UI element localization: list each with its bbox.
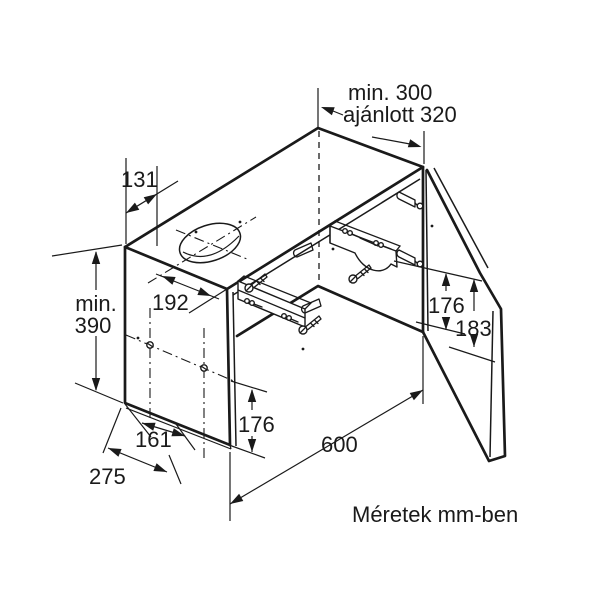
- dim-bottom-outer: 275: [89, 407, 182, 489]
- dim-bottom-inner-label: 161: [135, 427, 172, 452]
- dim-depth-recommended-label: ajánlott 320: [343, 102, 457, 127]
- wall-dowel-upper: [396, 191, 424, 210]
- dim-vent-offset-label: 192: [152, 290, 189, 315]
- dim-height-min-value: 390: [75, 313, 112, 338]
- dim-door-height: 183: [448, 279, 496, 363]
- front-left-frame-edge: [232, 291, 237, 447]
- vent-centerline-depth: [175, 229, 248, 260]
- door-hinge-inner-line: [425, 169, 429, 332]
- cabinet-left-panel: [123, 245, 232, 447]
- dim-top-offset: 131: [121, 158, 179, 246]
- drill-mark-2: [238, 220, 242, 224]
- door-panel: [421, 167, 507, 463]
- drill-mark-3: [331, 247, 335, 251]
- interior-bottom-edges: [235, 284, 425, 338]
- door-outline: [421, 168, 507, 463]
- dim-depth: min. 300 ajánlott 320: [317, 80, 457, 164]
- drill-mark-4: [301, 347, 305, 351]
- dim-bottom-outer-label: 275: [89, 464, 126, 489]
- dim-inner-height: 176: [393, 260, 483, 335]
- door-drill-mark: [430, 224, 434, 228]
- dim-depth-min-label: min. 300: [348, 80, 432, 105]
- dim-door-height-label: 183: [455, 316, 492, 341]
- dim-inner-height-label: 176: [428, 293, 465, 318]
- drill-mark-5: [136, 336, 140, 340]
- dim-front-height: 176: [228, 380, 275, 459]
- dimensions: min. 300 ajánlott 320 131 min. 390 192: [51, 80, 496, 521]
- screw-3: [298, 315, 322, 335]
- vent-hole-inner-arc: [182, 235, 240, 258]
- door-outer-inner-edge: [489, 310, 494, 458]
- panel-screw-hole-2-slot: [200, 365, 208, 371]
- dim-top-offset-label: 131: [121, 167, 158, 192]
- dim-width-label: 600: [321, 432, 358, 457]
- mounting-bracket-right: [329, 220, 402, 272]
- panel-centerlines: [125, 308, 237, 462]
- dim-height-min: min. 390: [51, 244, 124, 404]
- screw-1: [244, 273, 268, 293]
- dim-vent-offset: 192: [152, 273, 228, 315]
- dim-front-height-label: 176: [238, 412, 275, 437]
- dowel-pin-2: [300, 298, 322, 314]
- vent-centerline-width: [147, 216, 257, 284]
- panel-diagonal-centerline: [125, 334, 237, 383]
- dim-width: 600: [229, 336, 424, 521]
- dim-height-min-prefix: min.: [75, 291, 117, 316]
- vent-hole: [147, 216, 257, 284]
- wall-dowel-lower: [396, 249, 424, 268]
- dowel-pin-1: [292, 242, 314, 258]
- panel-screw-hole-1-slot: [146, 342, 154, 348]
- front-top-frame-inner-edge: [232, 178, 421, 296]
- mounting-hardware: [136, 191, 424, 351]
- door-inner-edge: [433, 167, 489, 269]
- units-caption: Méretek mm-ben: [352, 502, 518, 527]
- screw-2: [348, 264, 372, 284]
- vent-hole-circle: [178, 222, 242, 264]
- dim-bottom-inner: 161: [124, 403, 196, 452]
- drill-mark-1: [194, 230, 198, 234]
